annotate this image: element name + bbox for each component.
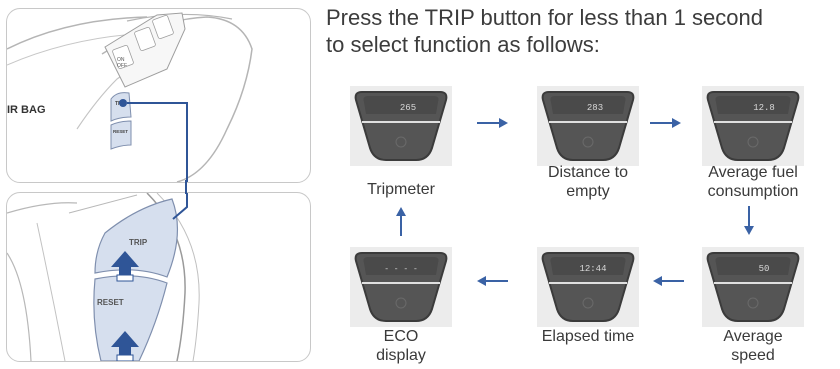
- display-readout: 50: [759, 264, 770, 274]
- display-readout: 12:44: [579, 264, 606, 274]
- callout-leader-lower: [172, 193, 188, 220]
- display-distance-to-empty: 283: [537, 86, 639, 166]
- caption-distance-to-empty: Distance to empty: [528, 163, 648, 201]
- button-closeup: TRIP RESET: [6, 192, 311, 362]
- caption-line: Elapsed time: [541, 328, 635, 345]
- button-closeup-drawing: TRIP RESET: [7, 193, 200, 361]
- cluster-display-icon: 265: [354, 91, 448, 161]
- display-readout: 283: [587, 103, 603, 113]
- caption-line: Average fuel: [708, 164, 798, 181]
- cluster-display-icon: 12.8: [706, 91, 800, 161]
- caption-elapsed-time: Elapsed time: [528, 327, 648, 346]
- callout-leader: [127, 102, 188, 182]
- arrow-right-icon: [650, 117, 682, 129]
- display-elapsed-time: 12:44: [537, 247, 639, 327]
- caption-average-fuel-consumption: Average fuel consumption: [693, 163, 813, 201]
- display-average-fuel-consumption: 12.8: [702, 86, 804, 166]
- display-average-speed: 50: [702, 247, 804, 327]
- instruction-text: Press the TRIP button for less than 1 se…: [326, 4, 836, 58]
- steering-wheel-drawing: ON OFF IR BAG TRIP RESET: [7, 12, 253, 182]
- display-readout: 265: [400, 103, 416, 113]
- callout-leader-connector: [185, 180, 187, 194]
- arrow-left-icon: [652, 275, 684, 287]
- press-arrow-reset-icon: [111, 331, 139, 361]
- cluster-display-icon: - - - -: [354, 252, 448, 322]
- caption-line: speed: [731, 347, 775, 364]
- caption-eco-display: ECO display: [341, 327, 461, 365]
- reset-button-shape: [93, 275, 168, 361]
- reset-small-label: RESET: [113, 129, 128, 134]
- caption-average-speed: Average speed: [693, 327, 813, 365]
- display-tripmeter: 265: [350, 86, 452, 166]
- caption-line: Distance to: [547, 164, 629, 181]
- display-eco: - - - -: [350, 247, 452, 327]
- display-readout: 12.8: [753, 103, 775, 113]
- reset-label: RESET: [97, 298, 124, 307]
- cluster-display-icon: 12:44: [541, 252, 635, 322]
- airbag-text: IR BAG: [7, 104, 46, 116]
- display-readout: - - - -: [384, 265, 418, 274]
- caption-line: Tripmeter: [367, 181, 435, 198]
- off-label: OFF: [117, 63, 127, 69]
- press-arrow-trip-icon: [111, 251, 139, 282]
- arrow-left-icon: [476, 275, 508, 287]
- caption-line: display: [376, 347, 426, 364]
- callout-dot: [119, 99, 127, 107]
- arrow-down-icon: [743, 206, 755, 236]
- steering-wheel-overview: ON OFF IR BAG TRIP RESET: [6, 8, 311, 183]
- caption-line: ECO: [383, 328, 419, 345]
- cluster-display-icon: 283: [541, 91, 635, 161]
- caption-line: consumption: [707, 183, 799, 200]
- trip-label: TRIP: [129, 238, 148, 247]
- trip-button-shape: [94, 198, 179, 278]
- arrow-right-icon: [477, 117, 509, 129]
- instruction-line-2: to select function as follows:: [326, 32, 600, 57]
- cluster-display-icon: 50: [706, 252, 800, 322]
- caption-line: Average: [723, 328, 783, 345]
- caption-tripmeter: Tripmeter: [341, 180, 461, 199]
- on-label: ON: [117, 57, 125, 63]
- instruction-line-1: Press the TRIP button for less than 1 se…: [326, 5, 763, 30]
- arrow-up-icon: [395, 206, 407, 236]
- caption-line: empty: [566, 183, 610, 200]
